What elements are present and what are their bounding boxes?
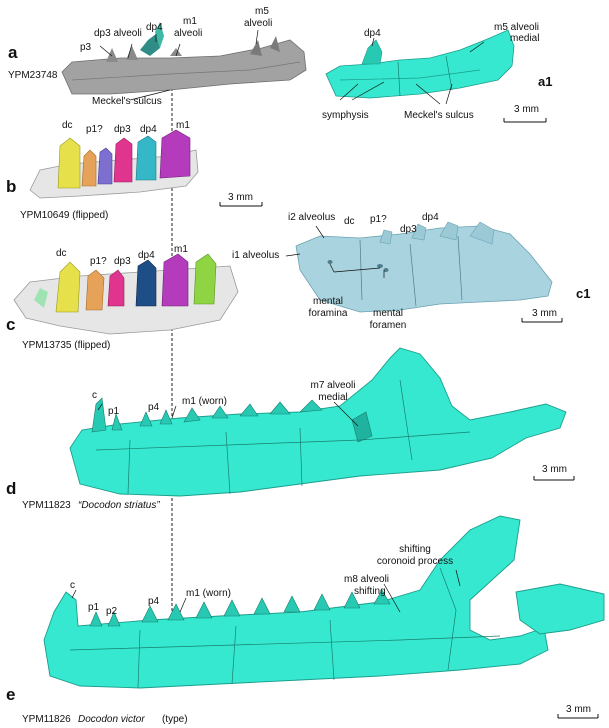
panel-letter-a: a bbox=[8, 43, 18, 62]
jaw-c bbox=[13, 253, 239, 335]
panel-letter-e: e bbox=[6, 685, 16, 704]
label-c1-dp4: dp4 bbox=[422, 212, 439, 223]
label-a-dp3: dp3 alveoli bbox=[94, 28, 142, 39]
label-c1-i2: i2 alveolus bbox=[288, 212, 336, 223]
jaw-d bbox=[69, 347, 575, 497]
label-a-dp4: dp4 bbox=[146, 22, 163, 33]
label-c1-p1: p1? bbox=[370, 214, 387, 225]
panel-letter-c1: c1 bbox=[576, 286, 591, 301]
panel-letter-d: d bbox=[6, 479, 17, 498]
label-e-m8: m8 alveoli bbox=[344, 574, 390, 585]
label-e-c: c bbox=[70, 580, 75, 591]
label-c-p1: p1? bbox=[90, 256, 107, 267]
label-c-m1: m1 bbox=[174, 244, 188, 255]
label-e-m8-shifting: shifting bbox=[354, 586, 386, 597]
label-a1-meckel: Meckel's sulcus bbox=[404, 110, 474, 121]
label-c-dp4: dp4 bbox=[138, 250, 155, 261]
specimen-e-suffix: (type) bbox=[162, 714, 188, 725]
label-c1-mental2: mental bbox=[372, 308, 403, 319]
label-e-shifting: shifting bbox=[399, 544, 431, 555]
leaders-a bbox=[99, 29, 259, 101]
scale-b: 3 mm bbox=[228, 192, 253, 203]
jaw-e bbox=[43, 515, 605, 719]
label-d-c: c bbox=[92, 390, 97, 401]
scale-e: 3 mm bbox=[566, 704, 591, 715]
label-b-m1: m1 bbox=[176, 120, 190, 131]
scale-c1: 3 mm bbox=[532, 308, 557, 319]
jaw-a1-turquoise bbox=[325, 29, 547, 123]
specimen-b: YPM10649 (flipped) bbox=[20, 210, 109, 221]
label-c-dc: dc bbox=[56, 248, 67, 259]
panel-letter-c: c bbox=[6, 315, 16, 334]
specimen-e-id: YPM11826 bbox=[22, 714, 71, 725]
specimen-a: YPM23748 bbox=[8, 70, 58, 81]
label-a-p3: p3 bbox=[80, 42, 92, 53]
label-a-m5-alveoli: alveoli bbox=[244, 18, 273, 29]
label-e-p1: p1 bbox=[88, 602, 100, 613]
label-b-dp3: dp3 bbox=[114, 124, 131, 135]
label-d-m1: m1 (worn) bbox=[182, 396, 228, 407]
label-c1-dc: dc bbox=[344, 216, 355, 227]
label-b-dc: dc bbox=[62, 120, 73, 131]
label-a-m1: m1 bbox=[183, 16, 197, 27]
label-c1-i1: i1 alveolus bbox=[232, 250, 280, 261]
label-a1-symphysis: symphysis bbox=[322, 110, 369, 121]
scale-a1: 3 mm bbox=[514, 104, 539, 115]
panel-letter-a1: a1 bbox=[538, 74, 553, 89]
specimen-c: YPM13735 (flipped) bbox=[22, 340, 111, 351]
specimen-d-id: YPM11823 bbox=[22, 500, 71, 511]
label-e-p4: p4 bbox=[148, 596, 160, 607]
label-c1-foramen: foramen bbox=[369, 320, 407, 331]
jaw-a-grey bbox=[61, 22, 307, 95]
label-a-m1-alveoli: alveoli bbox=[174, 28, 203, 39]
label-d-m7-medial: medial bbox=[318, 392, 348, 403]
label-a1-dp4: dp4 bbox=[364, 28, 381, 39]
label-e-coronoid: coronoid process bbox=[376, 556, 454, 567]
label-c-dp3: dp3 bbox=[114, 256, 131, 267]
label-a1-m5-medial: medial bbox=[510, 33, 540, 44]
label-d-p4: p4 bbox=[148, 402, 160, 413]
label-c1-foramina: foramina bbox=[308, 308, 348, 319]
jaw-b bbox=[29, 129, 263, 207]
label-c1-dp3: dp3 bbox=[400, 224, 417, 235]
specimen-e-name: Docodon victor bbox=[78, 714, 145, 725]
scale-d: 3 mm bbox=[542, 464, 567, 475]
label-b-dp4: dp4 bbox=[140, 124, 157, 135]
label-a-m5: m5 bbox=[255, 6, 269, 17]
label-a1-m5: m5 alveoli bbox=[494, 22, 540, 33]
label-a-meckel: Meckel's sulcus bbox=[92, 96, 162, 107]
jaw-c1 bbox=[285, 221, 563, 323]
label-e-m1: m1 (worn) bbox=[186, 588, 232, 599]
label-b-p1: p1? bbox=[86, 124, 103, 135]
label-d-p1: p1 bbox=[108, 406, 120, 417]
specimen-d-name: “Docodon striatus” bbox=[78, 500, 160, 511]
label-c1-mental: mental bbox=[312, 296, 343, 307]
label-e-p2: p2 bbox=[106, 606, 118, 617]
label-d-m7: m7 alveoli bbox=[310, 380, 356, 391]
panel-letter-b: b bbox=[6, 177, 17, 196]
